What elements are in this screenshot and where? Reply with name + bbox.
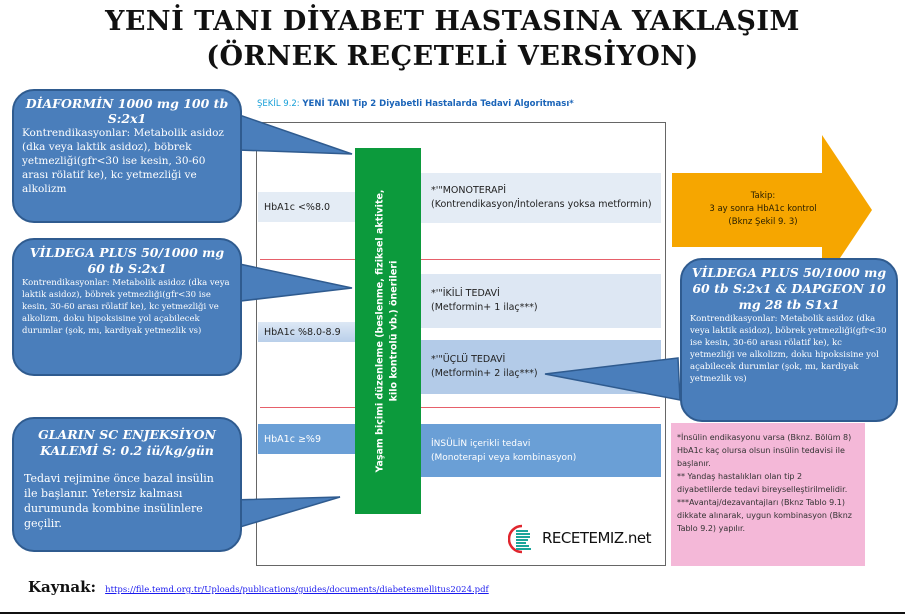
- callout-drug-name: GLARIN SC ENJEKSİYON KALEMİ S: 0.2 iü/kg…: [38, 427, 216, 458]
- followup-arrow-icon: [672, 135, 872, 285]
- logo-r-icon: [507, 524, 536, 554]
- callout-glarin: GLARIN SC ENJEKSİYON KALEMİ S: 0.2 iü/kg…: [12, 417, 242, 552]
- followup-line1: Takip:: [750, 191, 776, 201]
- hba1c-label-row1: HbA1c <%8.0: [258, 192, 356, 222]
- hba1c-label-row4: HbA1c ≥%9: [258, 424, 356, 454]
- followup-line2: 3 ay sonra HbA1c kontrol: [709, 204, 817, 214]
- footnote: *İnsülin endikasyonu varsa (Bknz. Bölüm …: [677, 433, 852, 468]
- therapy-title: *'"İKİLİ TEDAVİ: [431, 288, 500, 299]
- figure-caption-prefix: ŞEKİL 9.2:: [257, 99, 303, 109]
- therapy-insulin: İNSÜLİN içerikli tedavi (Monoterapi veya…: [421, 424, 661, 477]
- followup-line3: (Bknz Şekil 9. 3): [728, 217, 798, 227]
- footnote: ***Avantaj/dezavantajları (Bknz Tablo 9.…: [677, 498, 852, 533]
- callout-body: Tedavi rejimine önce bazal insülin ile b…: [24, 472, 214, 530]
- source-label: Kaynak:: [28, 578, 97, 596]
- source-citation: Kaynak: https://file.temd.org.tr/Uploads…: [28, 577, 489, 596]
- callout-drug-name: DİAFORMİN 1000 mg 100 tb S:2x1: [25, 96, 229, 126]
- therapy-detail: (Metformin+ 1 ilaç***): [431, 302, 538, 313]
- callout-diaformin: DİAFORMİN 1000 mg 100 tb S:2x1 Kontrendi…: [12, 89, 242, 223]
- figure-caption: ŞEKİL 9.2: YENİ TANI Tip 2 Diyabetli Has…: [257, 99, 574, 109]
- therapy-detail: (Monoterapi veya kombinasyon): [431, 452, 577, 463]
- hba1c-label-row2: HbA1c %8.0-8.9: [258, 322, 356, 342]
- source-link[interactable]: https://file.temd.org.tr/Uploads/publica…: [105, 585, 489, 595]
- footnote: ** Yandaş hastalıkları olan tip 2 diyabe…: [677, 472, 848, 494]
- bottom-rule: [0, 612, 905, 614]
- page-title-line1: YENİ TANI DİYABET HASTASINA YAKLAŞIM: [105, 6, 800, 37]
- callout-vildega-dapgeon: VİLDEGA PLUS 50/1000 mg 60 tb S:2x1 & DA…: [680, 258, 898, 422]
- callout-body: Kontrendikasyonlar: Metabolik asidoz (dk…: [22, 127, 224, 195]
- callout-body: Kontrendikasyonlar: Metabolik asidoz (dk…: [690, 314, 887, 384]
- callout-vildega: VİLDEGA PLUS 50/1000 mg 60 tb S:2x1 Kont…: [12, 238, 242, 376]
- therapy-monotherapy: *'"MONOTERAPİ (Kontrendikasyon/İntoleran…: [421, 173, 661, 223]
- callout-body: Kontrendikasyonlar: Metabolik asidoz (dk…: [22, 278, 230, 336]
- followup-text: Takip: 3 ay sonra HbA1c kontrol (Bknz Şe…: [688, 190, 838, 229]
- figure-caption-title: YENİ TANI Tip 2 Diyabetli Hastalarda Ted…: [302, 99, 574, 109]
- divider-line: [260, 259, 660, 260]
- callout-drug-name: VİLDEGA PLUS 50/1000 mg 60 tb S:2x1: [29, 245, 225, 276]
- lifestyle-bar: [355, 148, 421, 514]
- logo-text: RECETEMIZ.net: [542, 529, 652, 547]
- callout-drug-name: VİLDEGA PLUS 50/1000 mg 60 tb S:2x1 & DA…: [691, 265, 887, 312]
- footnotes-box: *İnsülin endikasyonu varsa (Bknz. Bölüm …: [671, 423, 865, 566]
- therapy-title: İNSÜLİN içerikli tedavi: [431, 438, 531, 449]
- therapy-title: *'"MONOTERAPİ: [431, 185, 507, 196]
- recetemiz-logo: RECETEMIZ.net: [507, 520, 658, 556]
- therapy-detail: (Kontrendikasyon/İntolerans yoksa metfor…: [431, 199, 652, 210]
- divider-line: [260, 407, 660, 408]
- page-title-line2: (ÖRNEK REÇETELİ VERSİYON): [206, 41, 699, 72]
- therapy-dual: *'"İKİLİ TEDAVİ (Metformin+ 1 ilaç***): [421, 274, 661, 328]
- therapy-title: *'"ÜÇLÜ TEDAVİ: [431, 354, 506, 365]
- therapy-detail: (Metformin+ 2 ilaç***): [431, 368, 538, 379]
